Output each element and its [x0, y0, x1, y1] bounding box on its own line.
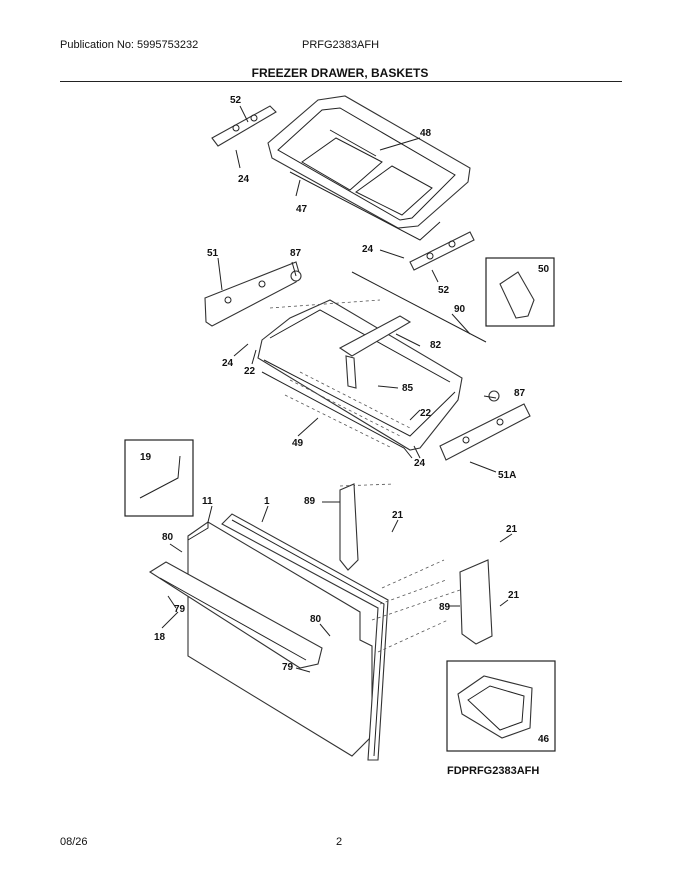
callout-79-left: 79: [174, 604, 186, 615]
basket-divider-82: [338, 315, 412, 389]
page-number: 2: [336, 836, 343, 848]
inset-box-46: [446, 660, 556, 752]
callout-49: 49: [292, 438, 304, 449]
callout-21-upper: 21: [392, 510, 404, 521]
callout-24-upper: 24: [238, 174, 250, 185]
callout-87-right: 87: [514, 388, 526, 399]
callout-89-lower: 89: [439, 602, 451, 613]
callout-51: 51: [207, 248, 219, 259]
upper-basket-48: [267, 95, 471, 241]
callout-21-lower: 21: [508, 590, 520, 601]
model-number: PRFG2383AFH: [302, 39, 380, 51]
callout-51a: 51A: [498, 470, 516, 481]
door-handle-18: [148, 561, 323, 669]
callout-82: 82: [430, 340, 442, 351]
dashed-leaders: [269, 299, 461, 653]
stabilizer-bar-90: [351, 271, 487, 343]
mounting-bracket-89-upper: [339, 483, 359, 571]
inset-box-50: [485, 257, 555, 327]
door-gasket-1: [221, 513, 389, 761]
upper-rail-52-left: [211, 105, 277, 147]
callout-90: 90: [454, 304, 466, 315]
title-rule: [60, 81, 622, 82]
callout-21-right: 21: [506, 524, 518, 535]
mounting-bracket-89-lower: [459, 559, 493, 645]
lower-basket-49: [257, 299, 463, 459]
callout-11: 11: [202, 496, 213, 507]
callout-87-left: 87: [290, 248, 302, 259]
diagram-code: FDPRFG2383AFH: [447, 765, 539, 777]
callout-24-left: 24: [222, 358, 234, 369]
callout-52-upper: 52: [230, 95, 242, 106]
callout-24-lower: 24: [414, 458, 426, 469]
callout-79-right: 79: [282, 662, 294, 673]
callout-46: 46: [538, 734, 550, 745]
callout-24-right: 24: [362, 244, 374, 255]
callout-1: 1: [264, 496, 270, 507]
callout-80-right: 80: [310, 614, 322, 625]
callout-52-lower: 52: [438, 285, 450, 296]
callout-22-left: 22: [244, 366, 256, 377]
inset-box-19: [124, 439, 194, 517]
callout-48: 48: [420, 128, 432, 139]
callout-19: 19: [140, 452, 152, 463]
callout-18: 18: [154, 632, 166, 643]
callout-80-left: 80: [162, 532, 174, 543]
upper-rail-52-right: [409, 231, 475, 271]
lower-rail-51a: [439, 390, 531, 461]
footer-date: 08/26: [60, 836, 88, 848]
callout-labels: 52 48 24 47 24 52 50 51 87 90 82 24 22 8…: [140, 95, 550, 745]
leader-lines: [161, 105, 513, 673]
callout-89-upper: 89: [304, 496, 316, 507]
diagram-title: FREEZER DRAWER, BASKETS: [251, 66, 429, 80]
publication-number: Publication No: 5995753232: [60, 39, 199, 51]
callout-50: 50: [538, 264, 550, 275]
callout-22-right: 22: [420, 408, 432, 419]
callout-47: 47: [296, 204, 308, 215]
callout-85: 85: [402, 383, 414, 394]
